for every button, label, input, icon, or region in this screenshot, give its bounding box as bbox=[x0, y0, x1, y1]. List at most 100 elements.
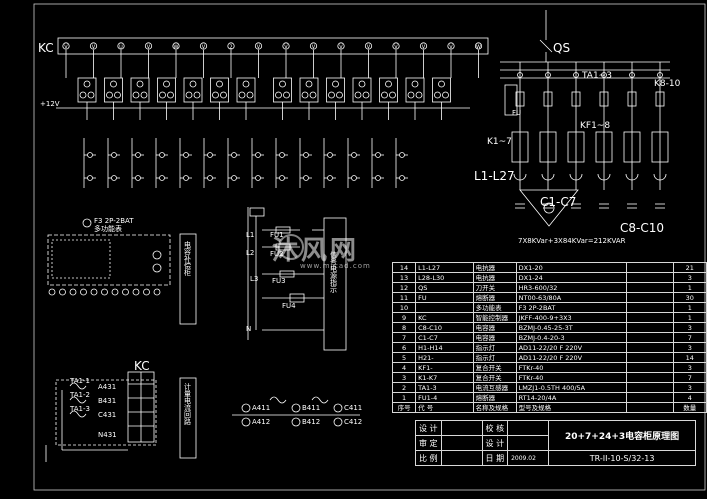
fu2-label: FU2 bbox=[270, 250, 284, 258]
switch-module-2 bbox=[539, 131, 557, 163]
parts-cell: 13 bbox=[391, 272, 417, 283]
relay-module-10 bbox=[326, 77, 345, 103]
terminal-14-label: V bbox=[422, 45, 426, 51]
parts-cell: DX1-24 bbox=[515, 272, 628, 283]
relay-module-7 bbox=[236, 77, 256, 103]
parts-cell bbox=[626, 342, 674, 353]
parts-cell: 11 bbox=[391, 292, 417, 303]
terminal-wires bbox=[65, 50, 479, 78]
tb-r2c2 bbox=[440, 435, 483, 451]
parts-cell: F3 2P-2BAT bbox=[515, 302, 628, 313]
drawing-title: 20+7+24+3电容柜原理图 bbox=[548, 420, 697, 451]
k8-label: K8-10 bbox=[654, 79, 681, 89]
b431-label: B431 bbox=[98, 397, 117, 405]
b411-label: B411 bbox=[302, 404, 321, 412]
kc-top-label: KC bbox=[38, 41, 54, 55]
side-label-3: 计量电流回路 bbox=[184, 383, 191, 426]
parts-cell: 1 bbox=[672, 312, 707, 323]
tb-r3c3: 日 期 bbox=[481, 450, 509, 466]
parts-cell: 复合开关 bbox=[472, 362, 517, 373]
parts-cell: 电容器 bbox=[472, 332, 517, 343]
terminal-15 bbox=[447, 42, 455, 50]
lamp bbox=[303, 175, 309, 181]
lamp bbox=[303, 152, 309, 158]
parts-cell: 序号 bbox=[391, 402, 417, 413]
fu3-label: FU3 bbox=[272, 277, 286, 285]
c431-label: C431 bbox=[98, 411, 117, 419]
watermark-text: 沐风网 bbox=[272, 236, 360, 266]
parts-cell: 3 bbox=[672, 322, 707, 333]
terminal-2 bbox=[89, 42, 98, 50]
terminal-4-label: V bbox=[147, 45, 151, 51]
parts-cell: 刀开关 bbox=[472, 282, 517, 293]
terminal-15-label: V bbox=[449, 45, 453, 51]
parts-cell: 6 bbox=[391, 342, 417, 353]
parts-cell: 14 bbox=[391, 262, 417, 273]
terminal-6 bbox=[199, 42, 208, 50]
qs-label: QS bbox=[553, 41, 571, 55]
c411-label: C411 bbox=[344, 404, 363, 412]
parts-cell: 21 bbox=[672, 262, 707, 273]
indicator-lamps bbox=[83, 138, 408, 188]
parts-cell bbox=[626, 392, 674, 403]
ta-label: TA1~3 bbox=[582, 71, 612, 81]
parts-cell: AD11-22/20 F 220V bbox=[515, 352, 628, 363]
parts-cell: 7 bbox=[672, 332, 707, 343]
parts-cell: 7 bbox=[391, 332, 417, 343]
voltage-label: +12V bbox=[40, 100, 60, 108]
l2-label: L2 bbox=[246, 249, 255, 257]
parts-cell: C1-C7 bbox=[415, 332, 474, 343]
parts-cell: FTKr-40 bbox=[515, 372, 628, 383]
parts-cell: 2 bbox=[391, 382, 417, 393]
parts-cell bbox=[626, 312, 674, 323]
parts-cell: C8-C10 bbox=[415, 322, 474, 333]
terminal-10 bbox=[309, 42, 318, 50]
parts-cell bbox=[626, 262, 674, 273]
controller-label: F3 2P-2BAT bbox=[94, 217, 134, 225]
n-label: N bbox=[246, 325, 252, 333]
parts-cell: 4 bbox=[391, 362, 417, 373]
parts-cell bbox=[626, 282, 674, 293]
parts-cell: K1-K7 bbox=[415, 372, 474, 383]
parts-cell: NT00-63/80A bbox=[515, 292, 628, 303]
parts-cell: FU bbox=[415, 292, 474, 303]
switch-module-5 bbox=[623, 131, 641, 163]
parts-cell: 3 bbox=[672, 362, 707, 373]
switch-module-1 bbox=[511, 131, 529, 163]
lamp bbox=[279, 152, 285, 158]
lamp bbox=[375, 175, 381, 181]
l1-label: L1 bbox=[246, 231, 255, 239]
drawing-code: TR-II-10-S/32-13 bbox=[548, 450, 697, 466]
parts-cell bbox=[626, 362, 674, 373]
lamp bbox=[111, 175, 117, 181]
controller-sub-label: 多功能表 bbox=[94, 225, 122, 233]
parts-cell: 8 bbox=[391, 322, 417, 333]
switch-module-4 bbox=[595, 131, 613, 163]
terminal-8-label: V bbox=[257, 45, 261, 51]
relay-module-2 bbox=[104, 77, 123, 103]
watermark-url: www.mfcad.com bbox=[300, 262, 371, 270]
parts-cell: 9 bbox=[391, 312, 417, 323]
switch-module-6 bbox=[651, 131, 669, 163]
fu4-label: FU4 bbox=[282, 302, 296, 310]
parts-cell bbox=[626, 302, 674, 313]
relay-module-1 bbox=[77, 77, 97, 103]
parts-cell: L28-L30 bbox=[415, 272, 474, 283]
parts-cell: BZMJ-0.45-25-3T bbox=[515, 322, 628, 333]
side-label-1: 电容补偿柜 bbox=[184, 241, 191, 277]
parts-cell: KF1- bbox=[415, 362, 474, 373]
parts-header: 序号代 号名称及规格型号及规格数量 bbox=[391, 402, 707, 413]
parts-cell: 名称及规格 bbox=[472, 402, 517, 413]
lamp bbox=[231, 175, 237, 181]
parts-cell: FTKr-40 bbox=[515, 362, 628, 373]
b412-label: B412 bbox=[302, 418, 321, 426]
terminal-11-label: V bbox=[339, 45, 343, 51]
lamp bbox=[327, 152, 333, 158]
